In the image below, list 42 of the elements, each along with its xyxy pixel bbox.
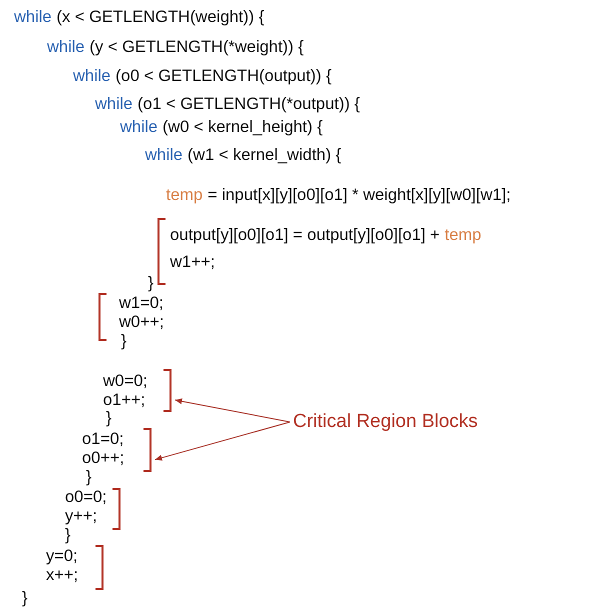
bracket bbox=[163, 369, 172, 412]
code-text: (w1 < kernel_width) { bbox=[188, 145, 342, 165]
variable-text: temp bbox=[166, 185, 203, 205]
code-text: o1=0; bbox=[82, 429, 124, 449]
bracket bbox=[95, 545, 104, 590]
code-text: (y < GETLENGTH(*weight)) { bbox=[90, 37, 304, 57]
callout-text: Critical Region Blocks bbox=[293, 410, 478, 434]
arrow bbox=[154, 422, 290, 461]
code-text: x++; bbox=[46, 565, 78, 585]
code-text: } bbox=[22, 588, 28, 608]
code-text: w0++; bbox=[119, 312, 164, 332]
bracket bbox=[112, 488, 121, 530]
bracket bbox=[143, 428, 152, 472]
keyword-text: while bbox=[95, 94, 133, 114]
code-text: (o0 < GETLENGTH(output)) { bbox=[116, 66, 332, 86]
code-text: } bbox=[148, 273, 154, 293]
code-text: } bbox=[121, 331, 127, 351]
code-text: output[y][o0][o1] = output[y][o0][o1] + bbox=[170, 225, 440, 245]
keyword-text: while bbox=[120, 117, 158, 137]
code-text: w0=0; bbox=[103, 371, 148, 391]
code-text: = input[x][y][o0][o1] * weight[x][y][w0][w1]; bbox=[208, 185, 511, 205]
keyword-text: while bbox=[14, 7, 52, 27]
variable-text: temp bbox=[444, 225, 482, 245]
keyword-text: while bbox=[145, 145, 183, 165]
bracket bbox=[157, 218, 166, 285]
code-text: (o1 < GETLENGTH(*output)) { bbox=[138, 94, 360, 114]
code-text: y++; bbox=[65, 506, 98, 526]
code-text: } bbox=[65, 525, 71, 545]
keyword-text: while bbox=[47, 37, 85, 57]
code-text: o0=0; bbox=[65, 487, 107, 507]
code-text: w1=0; bbox=[119, 293, 164, 313]
code-text: (w0 < kernel_height) { bbox=[162, 117, 323, 137]
keyword-text: while bbox=[73, 66, 111, 86]
code-text: w1++; bbox=[170, 252, 215, 272]
code-text: o0++; bbox=[82, 448, 124, 468]
bracket bbox=[98, 293, 107, 341]
code-text: } bbox=[86, 467, 92, 487]
arrow bbox=[174, 398, 290, 422]
code-text: } bbox=[106, 408, 112, 428]
code-text: o1++; bbox=[103, 390, 146, 410]
code-text: (x < GETLENGTH(weight)) { bbox=[56, 7, 264, 27]
code-text: y=0; bbox=[46, 546, 78, 566]
